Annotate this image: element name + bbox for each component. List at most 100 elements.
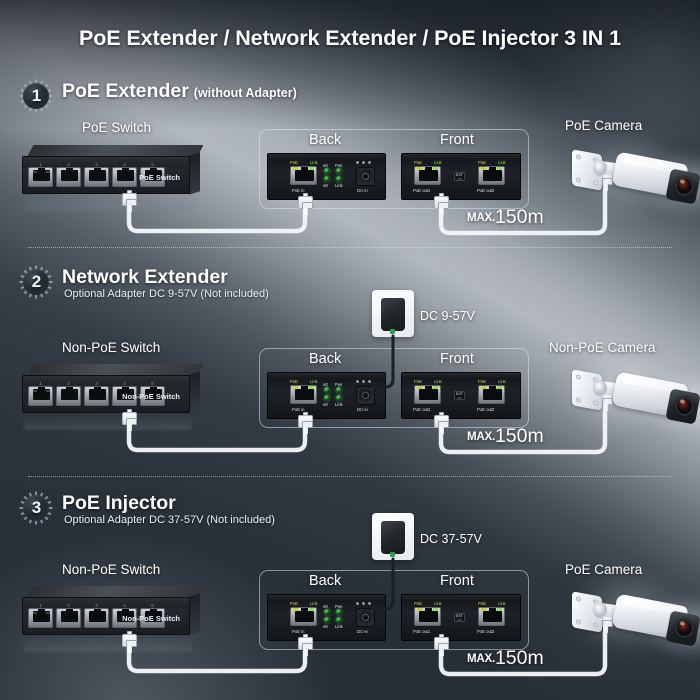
adapter-label-3: DC 37-57V — [420, 532, 482, 546]
section-header-2: 2 Network Extender Optional Adapter DC 9… — [18, 264, 438, 312]
back-caption-3: Back — [309, 573, 342, 589]
back-caption-2: Back — [309, 351, 342, 367]
poe-out2-led-label-link-2: Link — [498, 379, 506, 384]
poe-camera-1 — [560, 136, 700, 224]
section-note-1: (without Adapter) — [193, 86, 297, 100]
badge-disc — [23, 495, 49, 521]
status-led-grid-1 — [324, 168, 344, 182]
dc-in-jack-2 — [356, 386, 375, 405]
section-header-1: 1 PoE Extender (without Adapter) — [18, 78, 418, 118]
switch-port-group: 1 2 3 4 5 — [28, 381, 165, 406]
dc-screws-2 — [356, 380, 371, 383]
switch-front-face: 1 2 3 4 5 Non-PoE Switch — [22, 375, 190, 413]
badge-disc — [23, 83, 49, 109]
power-adapter-brick — [381, 298, 405, 334]
switch-port: 4 — [112, 603, 137, 628]
max-value-2: 150m — [494, 425, 544, 447]
ext-switch-badge-3[interactable]: EXT ON — [454, 613, 465, 622]
max-distance-2: MAX.150m — [467, 425, 544, 448]
status-led-label-ett-bottom-2: ett — [323, 402, 328, 407]
adapter-led — [390, 329, 395, 334]
section-number-badge-3: 3 — [18, 490, 54, 526]
status-led-label-ett-top-3: ett — [323, 604, 328, 609]
poe-out2-led-label-link-1: Link — [498, 160, 506, 165]
dc-screws-1 — [356, 161, 371, 164]
extender-device-2: Back Front PoE Link PoE in ett Pwr ett L… — [259, 348, 529, 428]
section-title-3: PoE Injector — [62, 492, 176, 515]
switch-port: 2 — [56, 162, 81, 187]
section-number-3: 3 — [31, 498, 42, 517]
poe-in-led-label-poe-3: PoE — [290, 601, 298, 606]
cable-plug-extender-back-3 — [298, 634, 313, 656]
extender-outline — [259, 129, 529, 209]
status-led-label-ett-top-2: ett — [323, 382, 328, 387]
max-prefix-1: MAX. — [467, 212, 495, 224]
ext-badge-text-3: EXT — [456, 614, 463, 618]
poe-out2-port-2 — [478, 385, 505, 404]
ext-switch-badge-2[interactable]: EXT ON — [454, 391, 465, 400]
ext-badge-text-2: EXT — [456, 392, 463, 396]
status-led — [336, 168, 342, 174]
ext-badge-sub-2: ON — [457, 396, 462, 400]
port-led-pair — [33, 171, 50, 173]
camera-label-2: Non-PoE Camera — [549, 340, 656, 355]
poe-out1-led-label-poe-2: PoE — [414, 379, 422, 384]
switch-label-1: PoE Switch — [82, 120, 152, 135]
poe-out2-port-1 — [478, 166, 505, 185]
ext-switch-badge-1[interactable]: EXT ON — [454, 172, 465, 181]
power-outlet-2 — [372, 290, 414, 337]
poe-in-led-label-poe-2: PoE — [290, 379, 298, 384]
non-poe-camera-2 — [560, 356, 700, 444]
section-number-2: 2 — [31, 272, 42, 291]
poe-out2-label-3: PoE out2 — [477, 629, 495, 634]
poe-out1-port-2 — [414, 385, 441, 404]
front-caption-3: Front — [440, 573, 474, 589]
dc-screws-3 — [356, 602, 371, 605]
poe-out2-led-label-poe-2: PoE — [478, 379, 486, 384]
extender-back-panel-3: PoE Link PoE in ett Pwr ett Link DC-in — [267, 594, 386, 641]
section-title-1: PoE Extender (without Adapter) — [62, 80, 297, 103]
extender-front-panel-3: PoE Link PoE out1 EXT ON PoE Link PoE ou… — [401, 594, 521, 641]
camera-label-1: PoE Camera — [565, 118, 643, 133]
poe-out1-led-label-poe-3: PoE — [414, 601, 422, 606]
section-title-text-1: PoE Extender — [62, 80, 189, 102]
max-value-1: 150m — [494, 206, 544, 228]
poe-out1-label-2: PoE out1 — [413, 407, 431, 412]
section-number-badge-1: 1 — [18, 78, 54, 114]
switch-port: 5 — [140, 381, 165, 406]
poe-camera-3 — [560, 578, 700, 666]
extender-device-3: Back Front PoE Link PoE in ett Pwr ett L… — [259, 570, 529, 650]
status-led-label-link-2: Link — [335, 402, 343, 407]
poe-out2-led-label-poe-1: PoE — [478, 160, 486, 165]
switch-port: 1 — [28, 381, 53, 406]
poe-in-led-label-poe-1: PoE — [290, 160, 298, 165]
cable-plug-extender-back-1 — [298, 193, 313, 215]
poe-out1-port-1 — [414, 166, 441, 185]
switch-label-3: Non-PoE Switch — [62, 562, 161, 577]
power-adapter-brick — [381, 521, 405, 557]
poe-out1-led-label-link-2: Link — [434, 379, 442, 384]
badge-disc — [23, 269, 49, 295]
status-led-label-ett-top-1: ett — [323, 163, 328, 168]
poe-in-port-label-3: PoE in — [292, 629, 305, 634]
max-distance-3: MAX.150m — [467, 647, 544, 670]
status-led-grid-2 — [324, 387, 344, 401]
poe-in-port-3 — [290, 607, 317, 626]
switch-brand-label: Non-PoE Switch — [122, 392, 180, 401]
switch-front-face: 1 2 3 4 5 PoE Switch — [22, 156, 190, 194]
poe-out2-label-2: PoE out2 — [477, 407, 495, 412]
ext-badge-sub-3: ON — [457, 618, 462, 622]
poe-in-port-label-1: PoE in — [292, 188, 305, 193]
status-led-label-pwr-1: Pwr — [335, 163, 343, 168]
status-led-label-pwr-3: Pwr — [335, 604, 343, 609]
section-subtitle-3: Optional Adapter DC 37-57V (Not included… — [64, 514, 275, 526]
camera-joint — [593, 602, 607, 618]
switch-front-face: 1 2 3 4 5 Non-PoE Switch — [22, 597, 190, 635]
poe-out2-label-1: PoE out2 — [477, 188, 495, 193]
cable-plug-switch-1 — [122, 190, 137, 212]
status-led-label-ett-bottom-3: ett — [323, 624, 328, 629]
